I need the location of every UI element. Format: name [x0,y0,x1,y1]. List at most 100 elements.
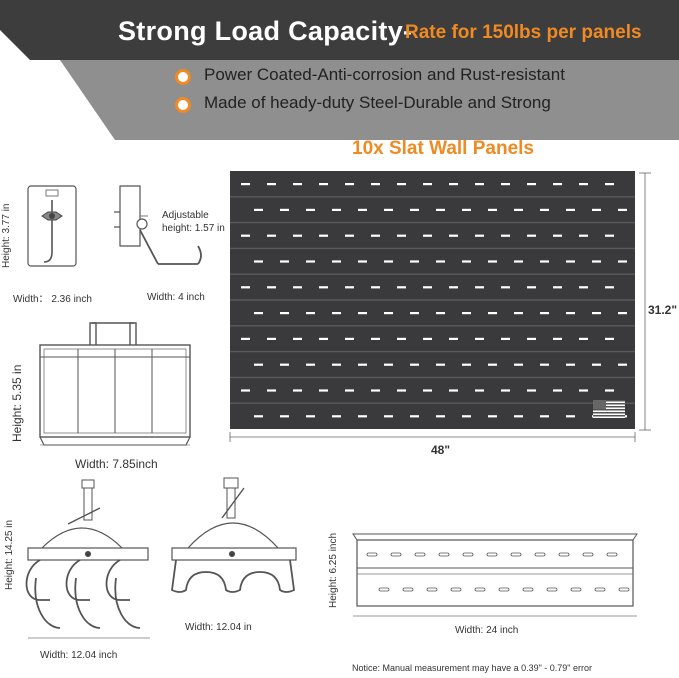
us-flag-icon [593,400,625,418]
panel-slot [475,337,484,340]
panel-slot [488,260,497,263]
panel-slot [449,234,458,237]
panel-slot [358,415,367,418]
basket-image [39,322,191,446]
panel-slot [501,183,510,186]
panel-slot [566,312,575,315]
panel-slot [371,286,380,289]
panel-slot [267,286,276,289]
panel-slot [345,183,354,186]
panel-slot [475,389,484,392]
panel-slot [566,260,575,263]
panel-slot [358,312,367,315]
panel-slot [358,260,367,263]
bullet-icon [175,69,191,85]
slat-wall-panel-image [229,171,651,442]
panel-slot [410,208,419,211]
panel-slot [527,183,536,186]
bullet-icon [175,97,191,113]
panel-slot [605,234,614,237]
panel-slot [462,208,471,211]
shelf-slot [450,587,462,592]
panel-slot [397,337,406,340]
feature-text: Power Coated-Anti-corrosion and Rust-res… [204,65,565,84]
panel-slot [514,260,523,263]
panel-slot [618,312,627,315]
panel-slot [605,286,614,289]
panel-slot [397,183,406,186]
panel-slot [618,208,627,211]
panel-slot [241,286,250,289]
panel-slot [345,286,354,289]
panel-slot [462,260,471,263]
panel-slot [462,312,471,315]
panel-slot [293,234,302,237]
hook-adjustable-label: height: 1.57 in [162,223,225,234]
panel-slot [501,234,510,237]
panel-slot [553,286,562,289]
shelf-slot [606,552,618,557]
panel-slot [449,183,458,186]
panel-slot [280,260,289,263]
panel-slot [332,415,341,418]
shelf-slot [582,552,594,557]
panel-slot [475,183,484,186]
bracket-image [27,185,77,267]
panel-slot [540,312,549,315]
basket-width-label: Width: 7.85inch [75,457,158,471]
bracket-width-label: Width： 2.36 inch [13,294,92,305]
panel-slot [332,208,341,211]
panel-slot [280,415,289,418]
panel-slot [254,415,263,418]
panel-slot [592,312,601,315]
panel-slot [579,234,588,237]
panel-slot [384,208,393,211]
panel-slot [332,363,341,366]
panel-slot [280,312,289,315]
hook-image [114,185,202,265]
shelf-slot [474,587,486,592]
panel-slot [475,286,484,289]
panel-slot [345,389,354,392]
shelf-slot [594,587,606,592]
panel-slot [423,234,432,237]
panel-slot [527,234,536,237]
panel-slot [267,183,276,186]
panel-slot [319,234,328,237]
shelf-slot [486,552,498,557]
panel-slot [436,260,445,263]
shelf-slot [462,552,474,557]
panel-slot [462,415,471,418]
shelf-slot [522,587,534,592]
panel-slot [423,286,432,289]
panel-slot [254,312,263,315]
panel-slot [397,234,406,237]
panel-slot [267,389,276,392]
panel-slot [566,415,575,418]
panel-slot [605,337,614,340]
panel-slot [371,337,380,340]
panel-slot [306,208,315,211]
panel-slot [475,234,484,237]
panel-slot [501,337,510,340]
panel-slot [384,415,393,418]
panel-slot [540,415,549,418]
panel-slot [605,389,614,392]
panel-slot [280,208,289,211]
panel-slot [527,337,536,340]
panel-slot [488,312,497,315]
panel-slot [514,312,523,315]
panel-slot [449,389,458,392]
panel-slot [332,260,341,263]
panel-slot [410,260,419,263]
notice-text: Notice: Manual measurement may have a 0.… [352,663,593,673]
panel-slot [397,286,406,289]
panel-slot [332,312,341,315]
panel-slot [501,389,510,392]
panel-slot [293,183,302,186]
panel-slot [410,415,419,418]
panel-slot [241,337,250,340]
shelf-width-label: Width: 24 inch [455,625,519,636]
panels-title: 10x Slat Wall Panels [352,138,534,159]
panel-slot [579,286,588,289]
